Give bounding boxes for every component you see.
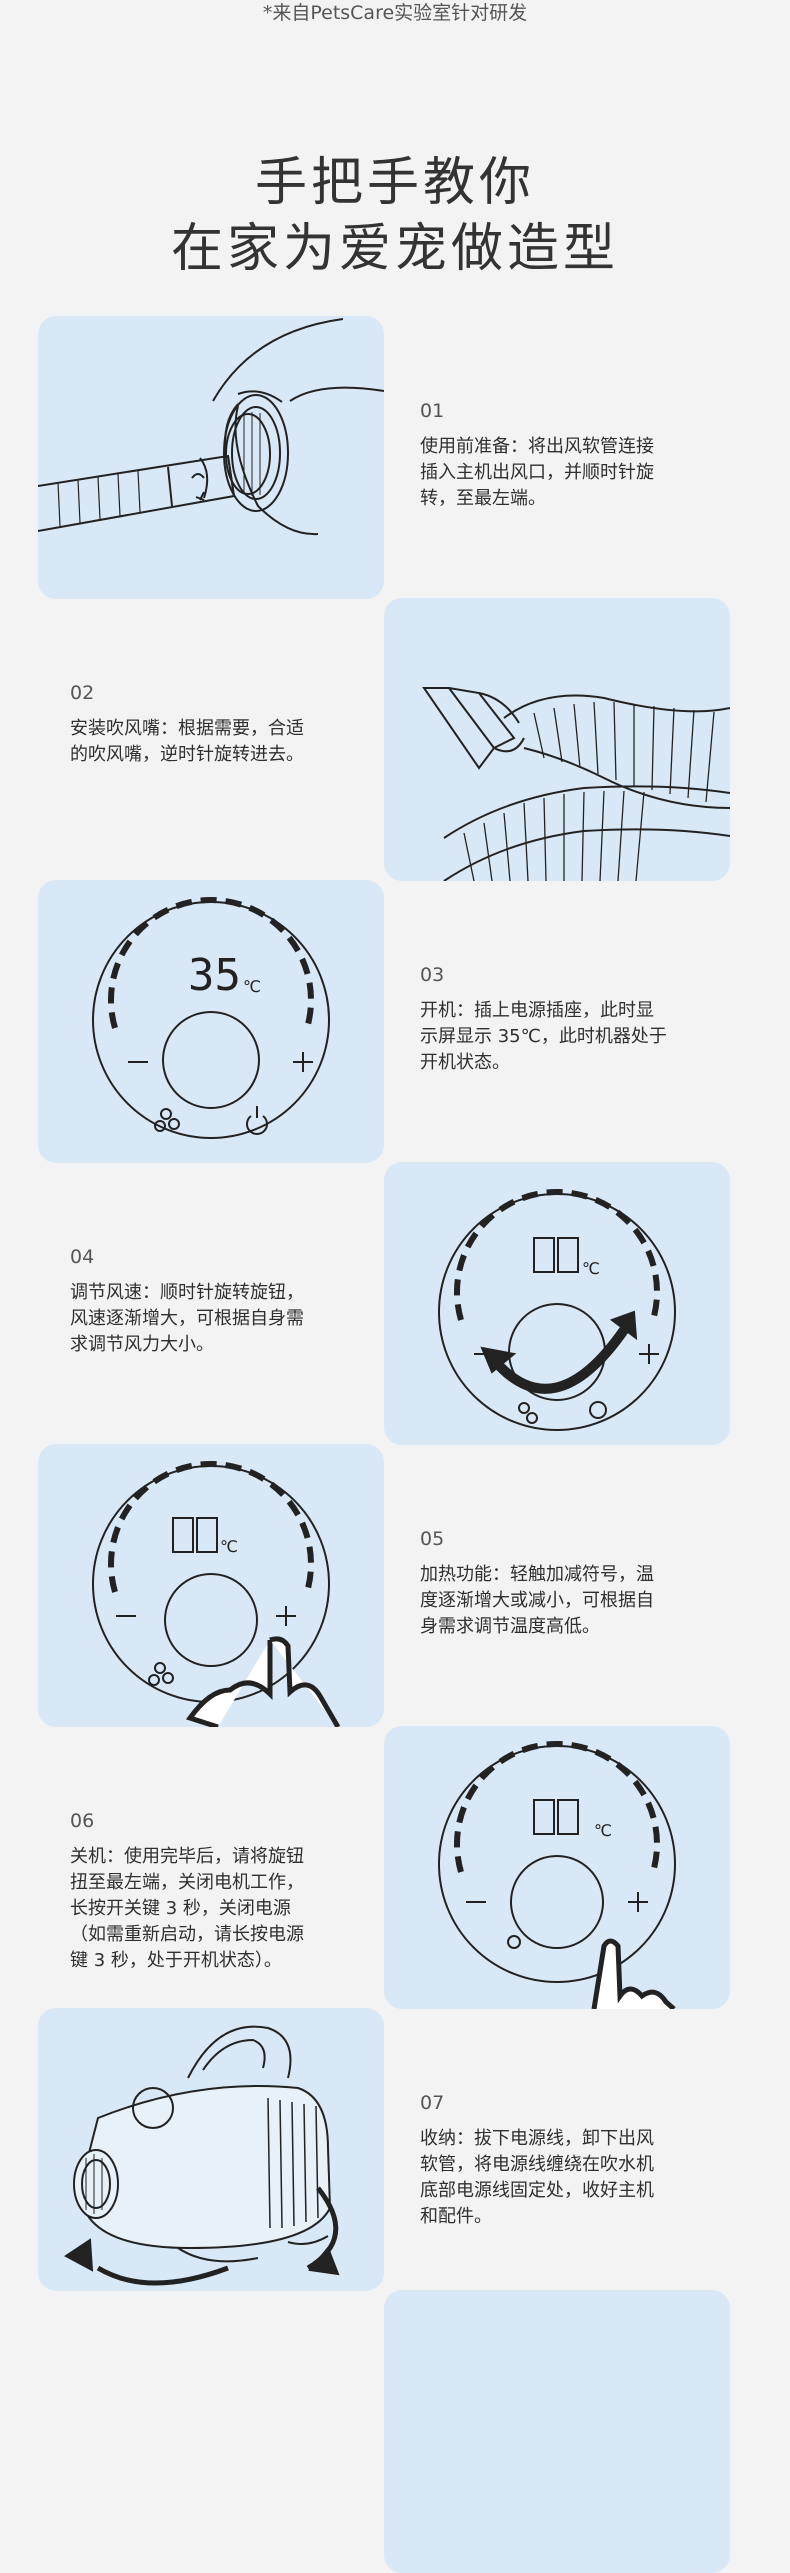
step-05-text: 05 加热功能：轻触加减符号，温度逐渐增大或减小，可根据自身需求调节温度高低。 — [420, 1526, 670, 1640]
title-line-1: 手把手教你 — [254, 153, 535, 213]
step-04-illustration: ℃ — [384, 1162, 730, 1445]
step-01-text: 01 使用前准备：将出风软管连接插入主机出风口，并顺时针旋转，至最左端。 — [420, 398, 670, 512]
adjust-temp-illustration: ℃ — [92, 1461, 341, 1727]
step-description: 关机：使用完毕后，请将旋钮扭至最左端，关闭电机工作，长按开关键 3 秒，关闭电源… — [70, 1846, 304, 1971]
step-number: 06 — [70, 1810, 95, 1832]
control-panel-on-illustration: 35 ℃ — [92, 897, 330, 1139]
step-description: 加热功能：轻触加减符号，温度逐渐增大或减小，可根据自身需求调节温度高低。 — [420, 1564, 654, 1637]
step-07-text: 07 收纳：拔下电源线，卸下出风软管，将电源线缠绕在吹水机底部电源线固定处，收好… — [420, 2090, 670, 2230]
step-description: 使用前准备：将出风软管连接插入主机出风口，并顺时针旋转，至最左端。 — [420, 436, 654, 509]
nozzle-hose-illustration — [422, 687, 730, 881]
temperature-unit: ℃ — [594, 1821, 612, 1840]
page-title: 手把手教你 在家为爱宠做造型 — [0, 150, 790, 282]
step-number: 01 — [420, 400, 445, 422]
step-description: 安装吹风嘴：根据需要，合适的吹风嘴，逆时针旋转进去。 — [70, 718, 304, 765]
temperature-readout: 35 — [188, 950, 241, 1001]
step-06-illustration: ℃ — [384, 1726, 730, 2009]
temperature-unit: ℃ — [582, 1259, 600, 1278]
step-06-text: 06 关机：使用完毕后，请将旋钮扭至最左端，关闭电机工作，长按开关键 3 秒，关… — [70, 1808, 320, 1974]
step-04-text: 04 调节风速：顺时针旋转旋钮，风速逐渐增大，可根据自身需求调节风力大小。 — [70, 1244, 320, 1358]
step-02-illustration — [384, 598, 730, 881]
step-description: 收纳：拔下电源线，卸下出风软管，将电源线缠绕在吹水机底部电源线固定处，收好主机和… — [420, 2128, 654, 2227]
step-03-illustration: 35 ℃ — [38, 880, 384, 1163]
step-02-text: 02 安装吹风嘴：根据需要，合适的吹风嘴，逆时针旋转进去。 — [70, 680, 320, 768]
step-description: 调节风速：顺时针旋转旋钮，风速逐渐增大，可根据自身需求调节风力大小。 — [70, 1282, 304, 1355]
rotate-knob-illustration: ℃ — [438, 1189, 676, 1431]
step-description: 开机：插上电源插座，此时显示屏显示 35℃，此时机器处于开机状态。 — [420, 1000, 667, 1073]
step-number: 02 — [70, 682, 95, 704]
step-number: 07 — [420, 2092, 445, 2114]
power-off-illustration: ℃ — [438, 1741, 676, 2009]
step-03-text: 03 开机：插上电源插座，此时显示屏显示 35℃，此时机器处于开机状态。 — [420, 962, 670, 1076]
step-05-illustration: ℃ — [38, 1444, 384, 1727]
storage-illustration — [64, 2025, 340, 2286]
step-08-illustration-partial — [384, 2290, 730, 2573]
hose-connect-illustration — [38, 318, 384, 536]
temperature-unit: ℃ — [220, 1537, 238, 1556]
step-number: 05 — [420, 1528, 445, 1550]
step-number: 04 — [70, 1246, 95, 1268]
step-01-illustration — [38, 316, 384, 599]
title-line-2: 在家为爱宠做造型 — [170, 219, 619, 279]
source-note: *来自PetsCare实验室针对研发 — [262, 2, 528, 24]
temperature-unit: ℃ — [243, 977, 261, 996]
step-07-illustration — [38, 2008, 384, 2291]
step-number: 03 — [420, 964, 445, 986]
